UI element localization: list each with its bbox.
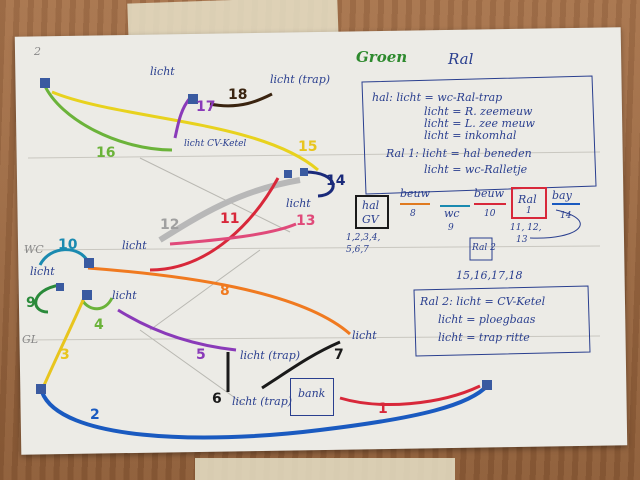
label-cv-ketel: licht CV-Ketel <box>184 139 247 149</box>
box-num-8: 8 <box>410 209 416 219</box>
circuit-number-15: 15 <box>298 139 318 155</box>
label-licht-1: licht <box>286 197 311 210</box>
box-ral2: Ral 2 <box>472 243 496 253</box>
legend-ral2-line-1: Ral 2: licht = CV-Ketel <box>420 295 546 308</box>
circuit-number-10: 10 <box>58 237 78 253</box>
box-num-11-12: 11, 12, <box>510 223 542 233</box>
box-gv: GV <box>362 213 379 226</box>
circuit-number-5: 5 <box>196 347 206 363</box>
circuit-number-9: 9 <box>26 295 36 311</box>
box-num-14: 14 <box>560 211 572 221</box>
box-hal: hal <box>362 199 380 212</box>
legend-green-title: Groen <box>356 48 408 66</box>
legend-line-4: licht = inkomhal <box>424 129 517 142</box>
label-gl: GL <box>22 333 39 346</box>
label-licht-2: licht <box>122 239 147 252</box>
circuit-number-8: 8 <box>220 283 230 299</box>
label-licht-trap-2: licht (trap) <box>232 395 293 408</box>
legend-ral2-line-2: licht = ploegbaas <box>438 313 536 326</box>
label-bank: bank <box>298 387 326 400</box>
box-hal-nums: 1,2,3,4, <box>346 233 381 243</box>
label-top-licht: licht <box>150 65 175 78</box>
circuit-number-13: 13 <box>296 213 316 229</box>
box-num-13: 13 <box>516 235 528 245</box>
legend-line-3: licht = L. zee meuw <box>424 117 535 130</box>
box-num-9: 9 <box>448 223 454 233</box>
box-beuw2: beuw <box>474 187 505 200</box>
label-licht-3: licht <box>30 265 55 278</box>
box-wc: wc <box>444 207 460 220</box>
circuit-number-3: 3 <box>60 347 70 363</box>
legend-ral1-line-1: Ral 1: licht = hal beneden <box>386 147 532 160</box>
legend-ral2-line-3: licht = trap ritte <box>438 331 530 344</box>
legend-line-2: licht = R. zeemeuw <box>424 105 533 118</box>
bank-box <box>290 378 334 416</box>
box-hal-nums2: 5,6,7 <box>346 245 369 255</box>
circuit-number-11: 11 <box>220 211 240 227</box>
label-wc: WC <box>24 243 44 256</box>
label-licht-trap-1: licht (trap) <box>240 349 301 362</box>
circuit-number-17: 17 <box>196 99 216 115</box>
label-licht-5: licht <box>352 329 377 342</box>
legend-ral1-line-2: licht = wc-Ralletje <box>424 163 528 176</box>
box-beuw: beuw <box>400 187 431 200</box>
page-number: 2 <box>34 45 41 58</box>
circuit-number-1: 1 <box>378 401 388 417</box>
circuit-number-7: 7 <box>334 347 344 363</box>
circuit-number-14: 14 <box>326 173 346 189</box>
label-top-trap: licht (trap) <box>270 73 331 86</box>
box-bay: bay <box>552 189 572 202</box>
circuit-number-4: 4 <box>94 317 104 333</box>
box-ral-sub: 1 <box>526 206 532 216</box>
circuit-number-2: 2 <box>90 407 100 423</box>
circuit-number-12: 12 <box>160 217 180 233</box>
legend-ral-title: Ral <box>448 50 474 68</box>
label-licht-4: licht <box>112 289 137 302</box>
circuit-number-6: 6 <box>212 391 222 407</box>
box-ral: Ral <box>518 193 537 206</box>
legend-line-1: hal: licht = wc-Ral-trap <box>372 91 503 104</box>
circuit-number-16: 16 <box>96 145 116 161</box>
circuit-number-18: 18 <box>228 87 248 103</box>
box-num-10: 10 <box>484 209 496 219</box>
tape-bottom <box>195 458 455 480</box>
box-num-15-18: 15,16,17,18 <box>456 269 523 282</box>
